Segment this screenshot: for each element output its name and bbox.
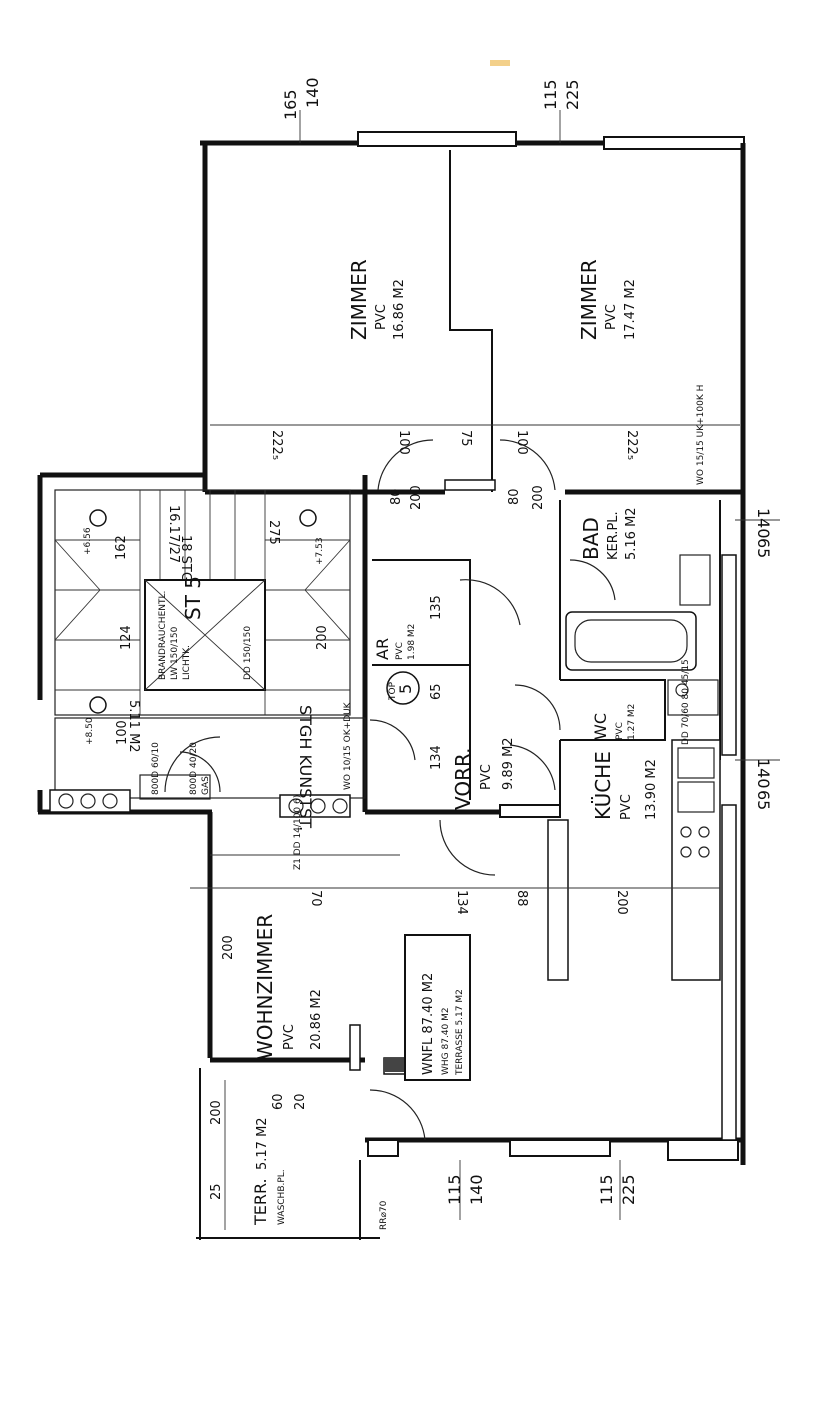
summary-whg: WHG 87.40 M2 [441,1007,451,1075]
room-area-bad: 5.16 M2 [624,507,639,560]
dim-misc-350: 200 [221,935,236,960]
room-area-zimmer-2: 17.47 M2 [623,279,638,340]
bood-2: 800D 40/20 [189,742,199,795]
room-name-zimmer-1: ZIMMER [347,259,371,340]
room-area-vorr: 9.89 M2 [501,737,516,790]
dim-zimmer-depth-2: 222₅ [624,430,639,460]
door-dim-1: 80 [389,488,404,505]
shaft-line-2: LW 150/150 [170,626,180,680]
shaft-line-3: LICHTK. [182,645,192,680]
room-floor-wohnzimmer: PVC [282,1024,297,1050]
shaft-line-4: DD 150/150 [243,626,253,680]
room-floor-zimmer-1: PVC [374,304,389,330]
dim-corridor-3: 100 [514,430,529,455]
dim-bottom-left-2: 140 [467,1174,486,1205]
wo-note-2: WO 10/15 OK+DUK [343,701,353,790]
dimension-lines [190,110,780,1230]
room-name-terr: TERR. [251,1178,270,1226]
room-name-kueche: KÜCHE [591,751,615,820]
dim-misc-100c: 25 [209,1183,224,1200]
dim-bottom-right-1: 115 [597,1174,616,1205]
top-number: 5 [396,684,415,694]
dim-top-right-1: 115 [541,79,560,110]
dim-top-right-2: 225 [563,79,582,110]
dim-misc-65: 65 [429,683,444,700]
bood-gas: GAS [201,776,211,795]
staircase-step-dims: 16.17/27 [166,505,181,563]
room-area-ar: 1.98 M2 [407,624,417,660]
dim-misc-135: 135 [429,595,444,620]
dim-corridor-2: 75 [458,430,473,447]
dim-top-left-1: 165 [281,89,300,120]
room-area-terr: 5.17 M2 [255,1117,270,1170]
dim-misc-162: 124 [119,625,134,650]
room-name-zimmer-2: ZIMMER [577,259,601,340]
dim-misc-306: 200 [315,625,330,650]
dim-misc-120: 162 [114,535,129,560]
dim-right-lower-1: 140 [754,758,773,789]
dim-misc-100a: 134 [454,890,469,915]
room-floor-bad: KER.PL. [606,511,621,560]
summary-wnfl: WNFL 87.40 M2 [421,973,436,1075]
room-name-bad: BAD [579,517,603,560]
dim-right-lower-2: 65 [754,790,773,810]
dim-misc-140: 20 [293,1093,308,1110]
flue-note: Z1 DD 14/100 6) [293,795,303,870]
dim-misc-219: 200 [614,890,629,915]
door-dim-3: 80 [507,488,522,505]
room-area-wc: 1.27 M2 [627,704,637,740]
dim-misc-134: 134 [429,745,444,770]
fixtures [349,554,737,1141]
room-name-wc: WC [591,713,610,740]
height-1: +6.56 [83,527,93,555]
room-name-vorr: VORR. [451,747,475,810]
room-name-ar: AR [373,638,392,660]
room-floor-vorr: PVC [479,764,494,790]
room-floor-wc: PVC [615,722,625,740]
room-floor-terr: WASCHB.PL. [277,1169,287,1225]
dim-zimmer-depth-1: 222₅ [269,430,284,460]
summary-terrasse: TERRASSE 5.17 M2 [455,989,465,1076]
rr-note: RR⌀70 [379,1200,389,1230]
dim-misc-124: 100 [115,720,130,745]
room-area-zimmer-1: 16.86 M2 [392,279,407,340]
dim-misc-125: 200 [209,1100,224,1125]
room-floor-zimmer-2: PVC [604,304,619,330]
dim-misc-420: 275 [266,520,281,545]
staircase-steps: 18 STG [178,535,193,582]
dim-right-upper-2: 65 [754,538,773,558]
height-2: +7.53 [315,537,325,565]
door-dim-2: 200 [409,485,424,510]
dim-right-upper-1: 140 [754,508,773,539]
shaft-line-1: BRANDRAUCHENTL. [158,591,168,680]
dim-corridor-1: 100 [396,430,411,455]
room-floor-ar: PVC [395,642,405,660]
room-name-wohnzimmer: WOHNZIMMER [253,914,277,1060]
staircase [49,489,366,818]
dim-misc-165: 60 [271,1093,286,1110]
room-floor-kueche: PVC [619,794,634,820]
dim-misc-305: 70 [308,890,323,907]
shaft-id: ST 5 [181,576,205,620]
wo-note: WO 15/15 UK+100K H [696,385,706,485]
height-3: +8.50 [85,717,95,745]
dim-bottom-left-1: 115 [445,1174,464,1205]
dim-bottom-right-2: 225 [619,1174,638,1205]
dd-note: DD 70/60 80 45/15 [681,659,691,745]
top-circle [386,671,420,705]
tape-mark [490,60,510,66]
bood-1: 800D 60/10 [151,742,161,795]
door-dim-4: 200 [531,485,546,510]
top-label: TOP [388,681,398,701]
door-swings [369,439,616,1141]
dim-misc-100b: 88 [514,890,529,907]
dim-top-left-2: 140 [303,77,322,108]
room-area-kueche: 13.90 M2 [644,759,659,820]
room-area-wohnzimmer: 20.86 M2 [309,989,324,1050]
staircase-label: STGH KUNSTST. [296,705,315,831]
staircase-area: 5.11 M2 [126,700,141,753]
